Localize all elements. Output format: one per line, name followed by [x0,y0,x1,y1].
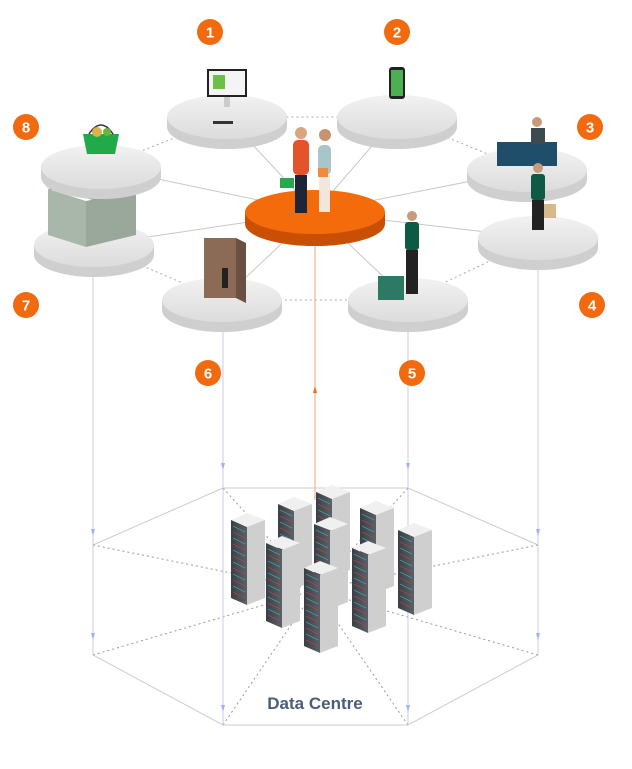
channel-number: 5 [408,366,416,383]
server-racks [231,485,432,653]
channel-badge-7: 7 [13,292,39,318]
channel-badge-6: 6 [195,360,221,386]
customers-icon [280,127,331,213]
server-rack [304,561,338,653]
channel-badge-1: 1 [197,19,223,45]
server-rack [231,513,265,605]
channel-badge-2: 2 [384,19,410,45]
channel-badge-8: 8 [13,114,39,140]
server-rack [266,536,300,628]
channel-number: 1 [206,25,214,42]
vertical-links [92,240,539,725]
channel-number: 3 [586,120,594,137]
channel-platform-3[interactable] [467,117,587,202]
channel-platform-2[interactable] [337,67,457,149]
channel-number: 2 [393,25,401,42]
channel-number: 6 [204,366,212,383]
channel-number: 7 [22,298,30,315]
channel-number: 8 [22,120,30,137]
channel-platform-5[interactable] [348,211,468,332]
hub-platform [245,127,385,246]
channel-platform-1[interactable] [167,69,287,149]
channel-platform-8[interactable] [41,124,161,199]
channel-badge-3: 3 [577,114,603,140]
server-rack [398,523,432,615]
channel-badge-5: 5 [399,360,425,386]
channel-platform-6[interactable] [162,238,282,332]
checkout-counter-icon [497,117,557,166]
courier-with-bag-icon [531,163,556,230]
shopping-basket-icon [83,124,119,154]
server-rack [352,541,386,633]
channel-platform-4[interactable] [478,163,598,270]
smartphone-icon [389,67,405,99]
channel-number: 4 [588,298,597,315]
link-arrows [91,386,540,712]
channel-badge-4: 4 [579,292,605,318]
desktop-computer-icon [207,69,247,124]
delivery-crates-icon [378,211,419,300]
data-centre-label: Data Centre [267,694,362,713]
parcel-locker-icon [204,238,246,303]
